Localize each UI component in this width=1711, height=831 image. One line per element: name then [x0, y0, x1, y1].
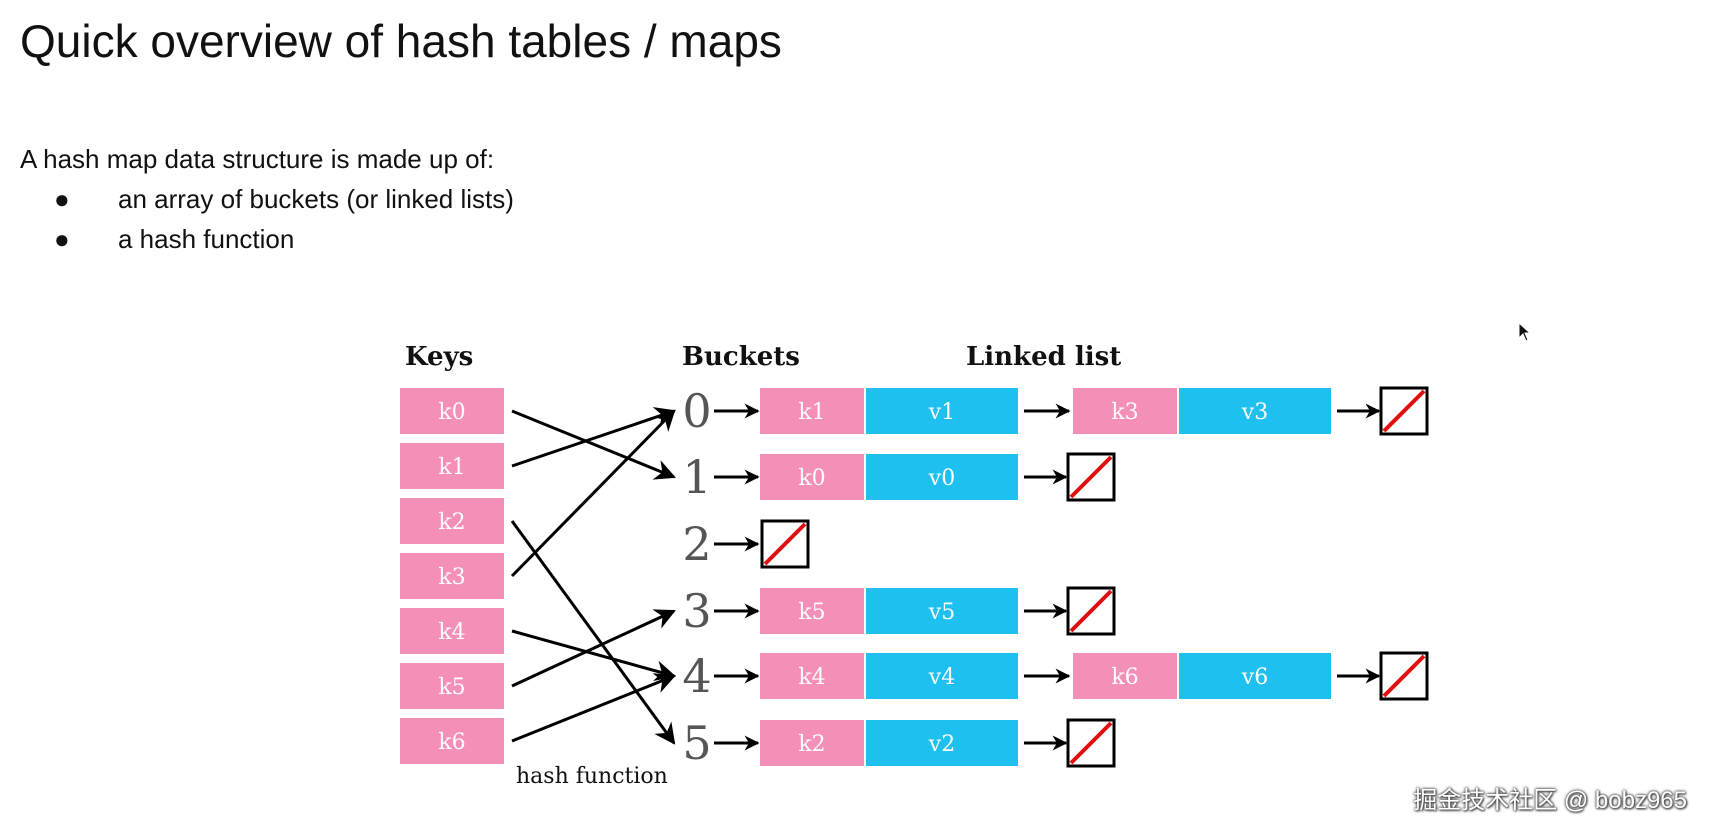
key-cell-k3 — [400, 553, 504, 599]
node-key-label: k3 — [1111, 400, 1138, 425]
node-value-label: v4 — [928, 665, 955, 690]
bucket-index-4: 4 — [682, 649, 711, 703]
node-value-cell — [866, 454, 1018, 500]
node-key-label: k1 — [798, 400, 825, 425]
bucket-index-3: 3 — [682, 584, 711, 638]
key-label: k2 — [438, 510, 465, 535]
bullet-text: a hash function — [118, 224, 295, 254]
list-node: k5 v5 — [760, 588, 1018, 634]
hash-mapping-arrows: hash function — [510, 407, 677, 789]
hash-arrow-k6-to-4 — [511, 673, 676, 743]
list-node: k6 v6 — [1073, 653, 1331, 699]
intro-text: A hash map data structure is made up of: — [20, 144, 495, 174]
key-label: k6 — [438, 730, 465, 755]
node-key-label: k6 — [1111, 665, 1138, 690]
hash-arrow-k4-to-4 — [511, 629, 677, 682]
node-key-cell — [760, 720, 864, 766]
key-label: k4 — [438, 620, 465, 645]
node-key-label: k4 — [798, 665, 825, 690]
list-node: k1 v1 — [760, 388, 1018, 434]
node-value-cell — [866, 720, 1018, 766]
hash-arrow-k5-to-3 — [511, 609, 676, 688]
key-label: k0 — [438, 400, 465, 425]
node-key-label: k5 — [798, 600, 825, 625]
node-key-label: k0 — [798, 466, 825, 491]
hash-arrow-k1-to-0 — [511, 407, 676, 468]
null-slash — [1382, 654, 1426, 698]
hash-arrow-k3-to-0 — [510, 409, 676, 578]
node-value-cell — [866, 653, 1018, 699]
watermark: 掘金技术社区 @ bobz965 — [1413, 787, 1687, 814]
node-value-cell — [1179, 653, 1331, 699]
keys-header: Keys — [405, 342, 473, 372]
null-pointer-box-icon — [1066, 586, 1116, 636]
key-label: k3 — [438, 565, 465, 590]
bullet-text: an array of buckets (or linked lists) — [118, 184, 514, 214]
bucket-index-5: 5 — [682, 716, 711, 770]
buckets-header: Buckets — [682, 342, 800, 372]
bucket-index-1: 1 — [682, 450, 711, 504]
hash-arrow-k0-to-1 — [511, 409, 676, 480]
mouse-cursor-icon — [1518, 322, 1532, 342]
null-slash — [1069, 455, 1113, 499]
list-node: k2 v2 — [760, 720, 1018, 766]
list-node: k4 v4 — [760, 653, 1018, 699]
node-value-cell — [1179, 388, 1331, 434]
node-value-label: v3 — [1241, 400, 1268, 425]
hash-arrow-k2-to-5 — [510, 520, 676, 745]
node-key-cell — [760, 653, 864, 699]
slide-title: Quick overview of hash tables / maps — [20, 15, 782, 67]
node-value-label: v5 — [928, 600, 955, 625]
chain-row-bucket-3: k5 v5 — [714, 586, 1116, 636]
node-value-label: v2 — [928, 732, 955, 757]
bucket-index-0: 0 — [682, 384, 711, 438]
node-value-label: v0 — [928, 466, 955, 491]
linked-list-chains: k1 v1 k3 v3 k0 v0 k5 v5 k4 v4 k6 v6 k2 v2 — [714, 386, 1429, 768]
chain-row-bucket-0: k1 v1 k3 v3 — [714, 386, 1429, 436]
diagram-headers: Keys Buckets Linked list — [405, 342, 1121, 372]
null-pointer-box-icon — [1066, 452, 1116, 502]
node-key-cell — [760, 388, 864, 434]
node-key-label: k2 — [798, 732, 825, 757]
chain-row-bucket-5: k2 v2 — [714, 718, 1116, 768]
node-value-label: v6 — [1241, 665, 1268, 690]
chain-row-bucket-4: k4 v4 k6 v6 — [714, 651, 1429, 701]
null-slash — [763, 522, 807, 566]
key-cell-k2 — [400, 498, 504, 544]
node-value-label: v1 — [928, 400, 955, 425]
list-node: k0 v0 — [760, 454, 1018, 500]
key-cell-k0 — [400, 388, 504, 434]
chain-row-bucket-1: k0 v0 — [714, 452, 1116, 502]
null-pointer-box-icon — [1379, 651, 1429, 701]
list-node: k3 v3 — [1073, 388, 1331, 434]
key-cell-k6 — [400, 718, 504, 764]
keys-column: k0 k1 k2 k3 k4 k5 k6 — [400, 388, 504, 764]
bullet-dot-icon: ● — [54, 184, 70, 214]
node-key-cell — [760, 588, 864, 634]
key-cell-k5 — [400, 663, 504, 709]
null-slash — [1382, 389, 1426, 433]
node-value-cell — [866, 588, 1018, 634]
null-pointer-box-icon — [1066, 718, 1116, 768]
buckets-column: 0 1 2 3 4 5 — [682, 384, 711, 770]
bullet-dot-icon: ● — [54, 224, 70, 254]
chain-row-bucket-2 — [714, 519, 810, 569]
key-label: k5 — [438, 675, 465, 700]
node-value-cell — [866, 388, 1018, 434]
null-slash — [1069, 589, 1113, 633]
key-cell-k1 — [400, 443, 504, 489]
node-key-cell — [1073, 388, 1177, 434]
null-pointer-box-icon — [760, 519, 810, 569]
bucket-index-2: 2 — [682, 517, 711, 571]
linked-list-header: Linked list — [966, 342, 1121, 372]
node-key-cell — [1073, 653, 1177, 699]
null-pointer-box-icon — [1379, 386, 1429, 436]
node-key-cell — [760, 454, 864, 500]
key-label: k1 — [438, 455, 465, 480]
hash-function-label: hash function — [516, 764, 668, 789]
key-cell-k4 — [400, 608, 504, 654]
null-slash — [1069, 721, 1113, 765]
